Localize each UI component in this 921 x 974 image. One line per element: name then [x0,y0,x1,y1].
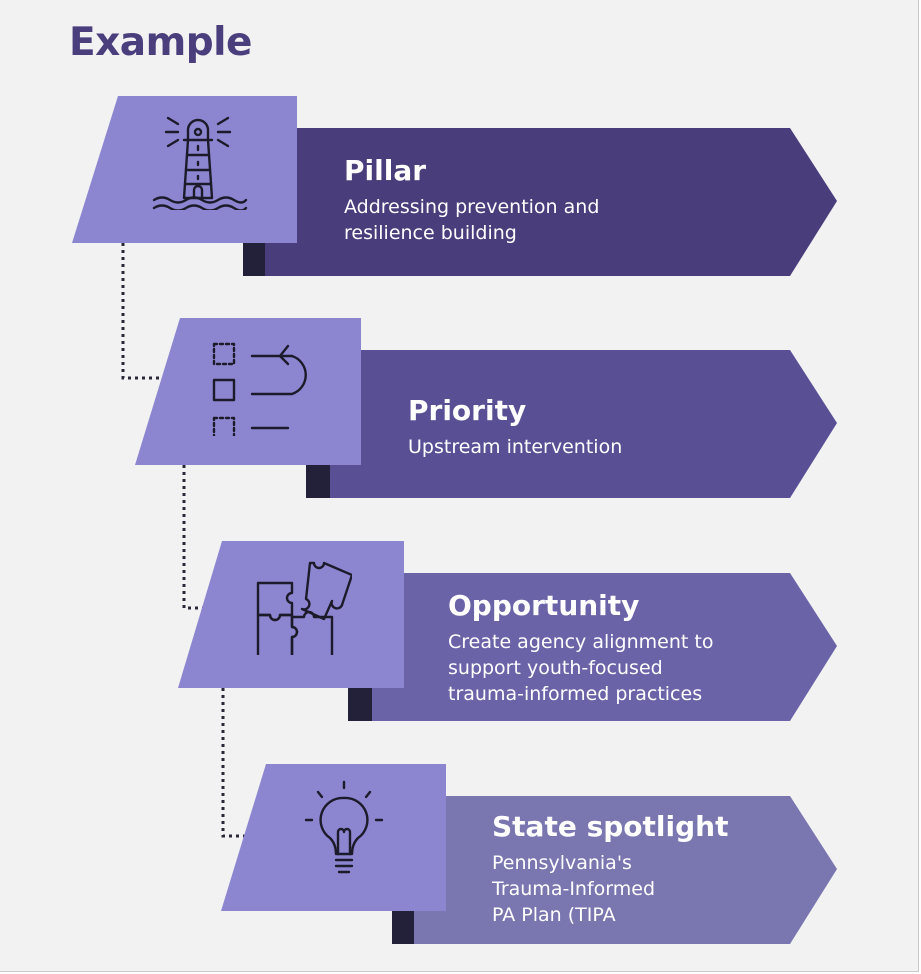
step-state-spotlight-shapes [221,764,837,944]
step-pillar-text: Pillar Addressing prevention and resilie… [344,154,599,246]
step-description: Addressing prevention and resilience bui… [344,196,600,244]
step-description: Upstream intervention [408,436,623,458]
step-heading: Pillar [344,154,427,187]
checklist-icon [208,336,308,436]
step-priority: Priority Upstream intervention [0,318,918,508]
step-state-spotlight-text: State spotlight Pennsylvania's Trauma-In… [492,810,728,928]
lightbulb-icon [294,780,394,880]
puzzle-icon [252,555,352,655]
step-opportunity: Opportunity Create agency alignment to s… [0,541,918,731]
step-priority-shapes [135,318,837,498]
step-pillar-shapes [72,96,837,276]
step-description: Create agency alignment to support youth… [448,631,714,705]
lighthouse-icon [148,110,248,210]
step-priority-text: Priority Upstream intervention [408,394,622,460]
step-heading: Opportunity [448,589,640,622]
step-heading: State spotlight [492,810,729,843]
page-title: Example [69,20,253,65]
step-state-spotlight: State spotlight Pennsylvania's Trauma-In… [0,764,918,954]
step-opportunity-text: Opportunity Create agency alignment to s… [448,589,713,707]
step-pillar: Pillar Addressing prevention and resilie… [0,96,918,286]
step-description: Pennsylvania's Trauma-Informed PA Plan (… [492,852,656,926]
step-heading: Priority [408,394,527,427]
